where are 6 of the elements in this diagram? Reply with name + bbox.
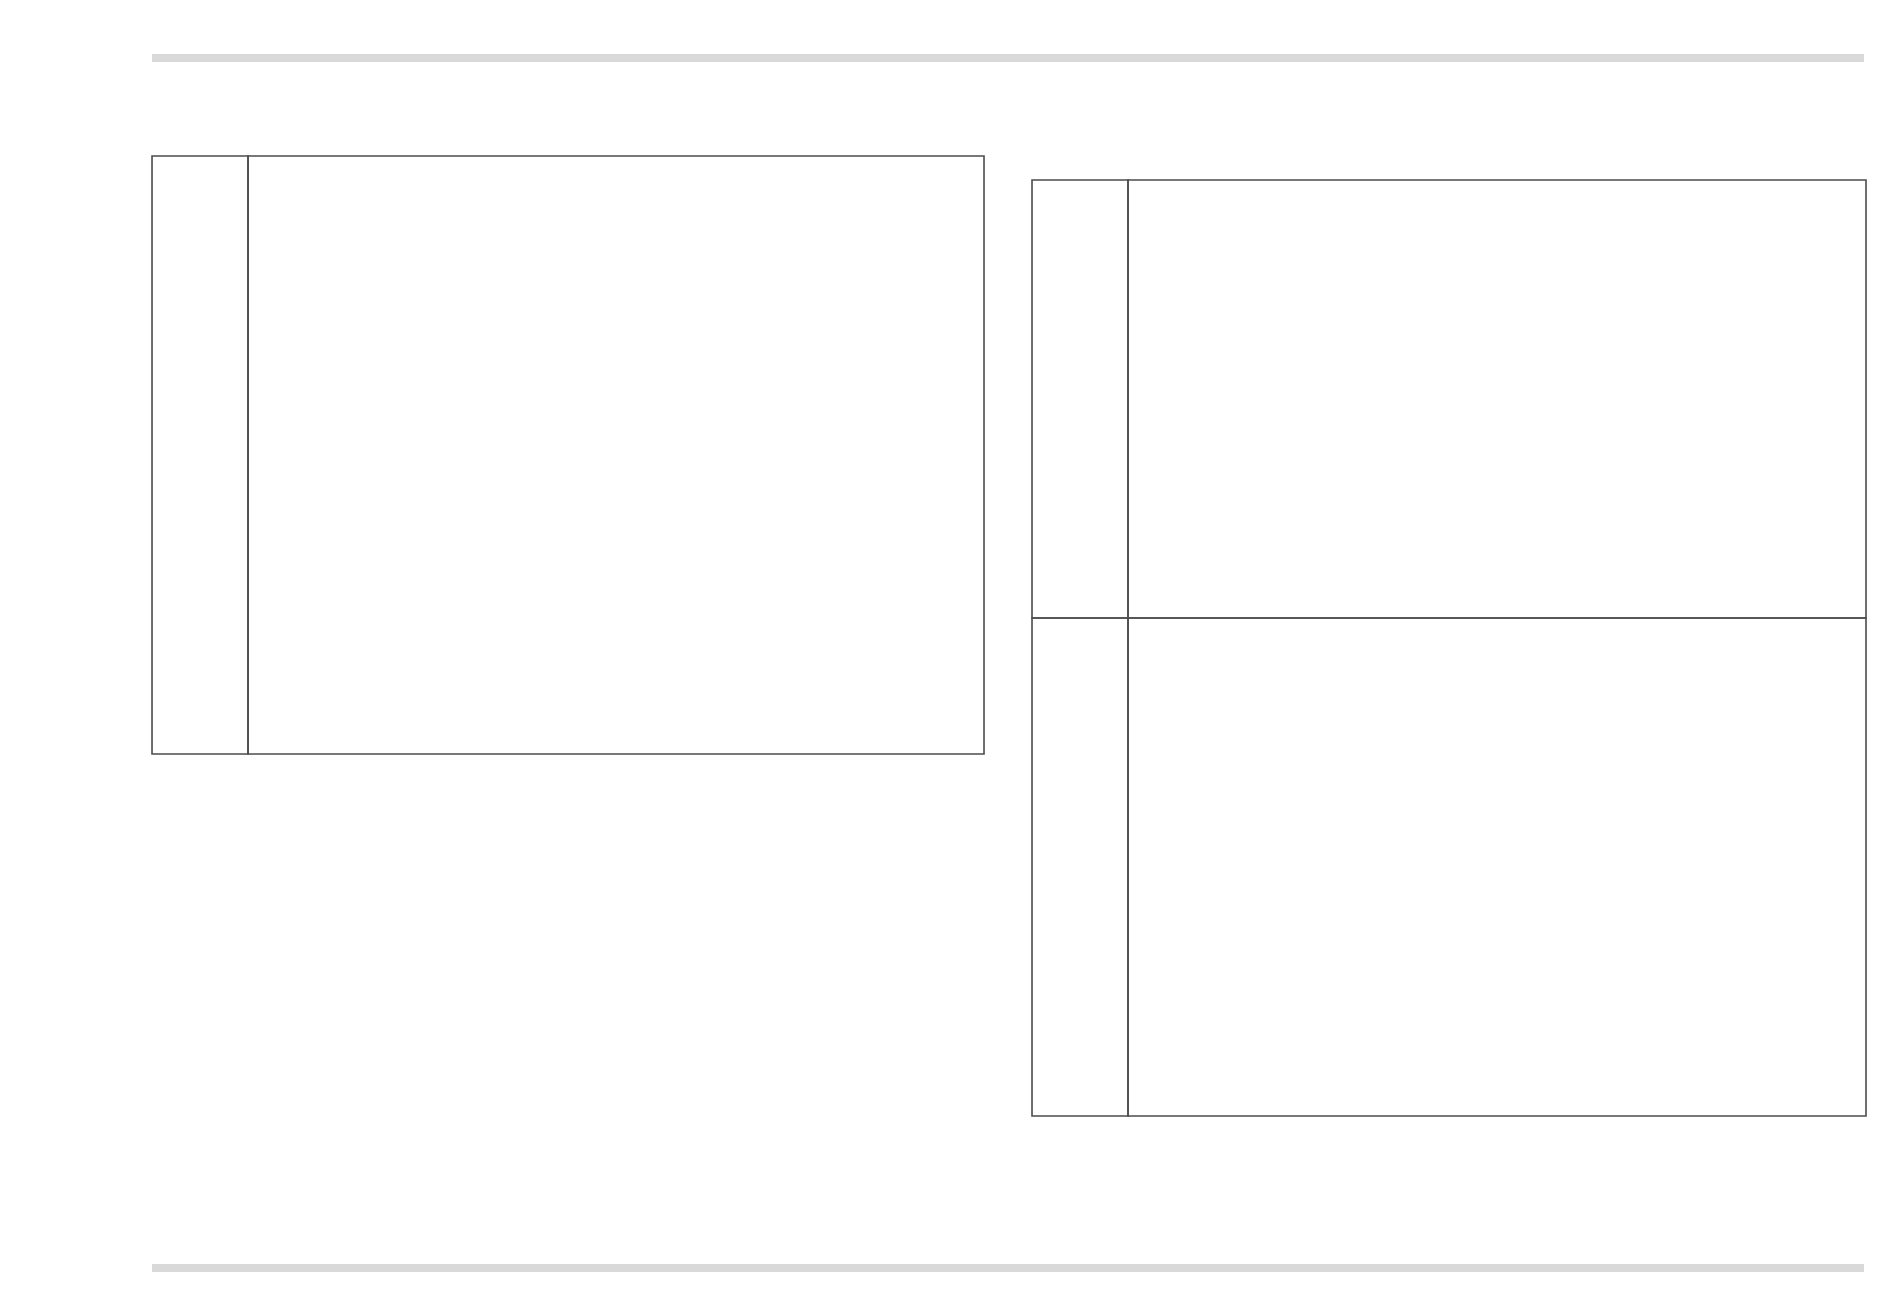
table-cell [1031,179,1129,619]
table-cell [247,155,985,755]
table-cell [151,155,249,755]
table-cell [1127,617,1867,1117]
table-cell [1031,617,1129,1117]
table-cell [1127,179,1867,619]
